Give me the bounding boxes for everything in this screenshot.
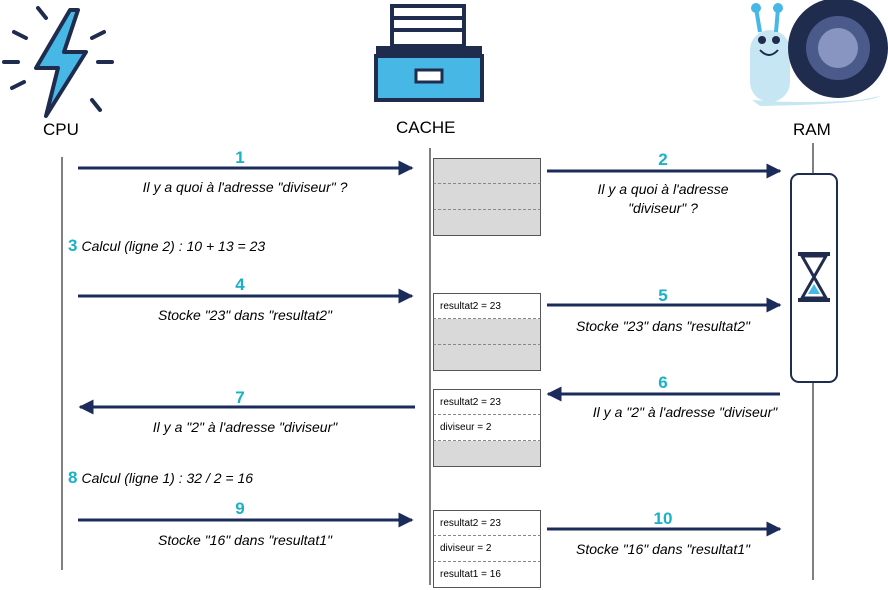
step-text-2-line1: Il y a quoi à l'adresse: [597, 181, 729, 197]
cache-cell: diviseur = 2: [433, 536, 541, 562]
cache-drawer-icon: [374, 4, 484, 102]
step-text-2-line2: "diviseur" ?: [628, 200, 698, 216]
step-text-5: Stocke "23" dans "resultat2": [576, 318, 750, 334]
cache-cell: [433, 184, 541, 210]
ram-label: RAM: [793, 120, 831, 139]
step-text-9: Stocke "16" dans "resultat1": [158, 532, 332, 548]
step-text-1: Il y a quoi à l'adresse "diviseur" ?: [142, 179, 348, 195]
step-number-3: 3: [68, 236, 78, 255]
step-number-8: 8: [68, 468, 78, 487]
cache-cell: [433, 210, 541, 236]
step-number-4: 4: [235, 275, 245, 294]
step-number-10: 10: [653, 509, 673, 528]
step-text-8: Calcul (ligne 1) : 32 / 2 = 16: [81, 470, 254, 486]
snail-icon: [750, 0, 888, 106]
hourglass-icon: [790, 173, 838, 383]
cache-cell: [433, 319, 541, 345]
cache-cell: [433, 158, 541, 184]
lightning-icon: [2, 6, 114, 118]
step-number-1: 1: [235, 148, 245, 167]
step-number-9: 9: [235, 499, 245, 518]
step-text-10: Stocke "16" dans "resultat1": [576, 541, 750, 557]
cache-cell: resultat2 = 23: [433, 510, 541, 536]
step-number-6: 6: [658, 373, 668, 392]
cache-cell: [433, 345, 541, 371]
cache-cell: [433, 441, 541, 467]
step-number-2: 2: [658, 150, 668, 169]
step-number-7: 7: [235, 388, 245, 407]
step-text-6: Il y a "2" à l'adresse "diviseur": [592, 404, 778, 420]
step-text-3: Calcul (ligne 2) : 10 + 13 = 23: [81, 238, 266, 254]
cache-cell: diviseur = 2: [433, 415, 541, 441]
step-number-5: 5: [658, 286, 668, 305]
cache-cell: resultat2 = 23: [433, 293, 541, 319]
cache-cell: resultat2 = 23: [433, 389, 541, 415]
step-text-4: Stocke "23" dans "resultat2": [158, 307, 332, 323]
cache-cell: resultat1 = 16: [433, 562, 541, 588]
cache-label: CACHE: [396, 118, 456, 137]
cpu-label: CPU: [43, 120, 79, 139]
step-text-7: Il y a "2" à l'adresse "diviseur": [152, 419, 338, 435]
